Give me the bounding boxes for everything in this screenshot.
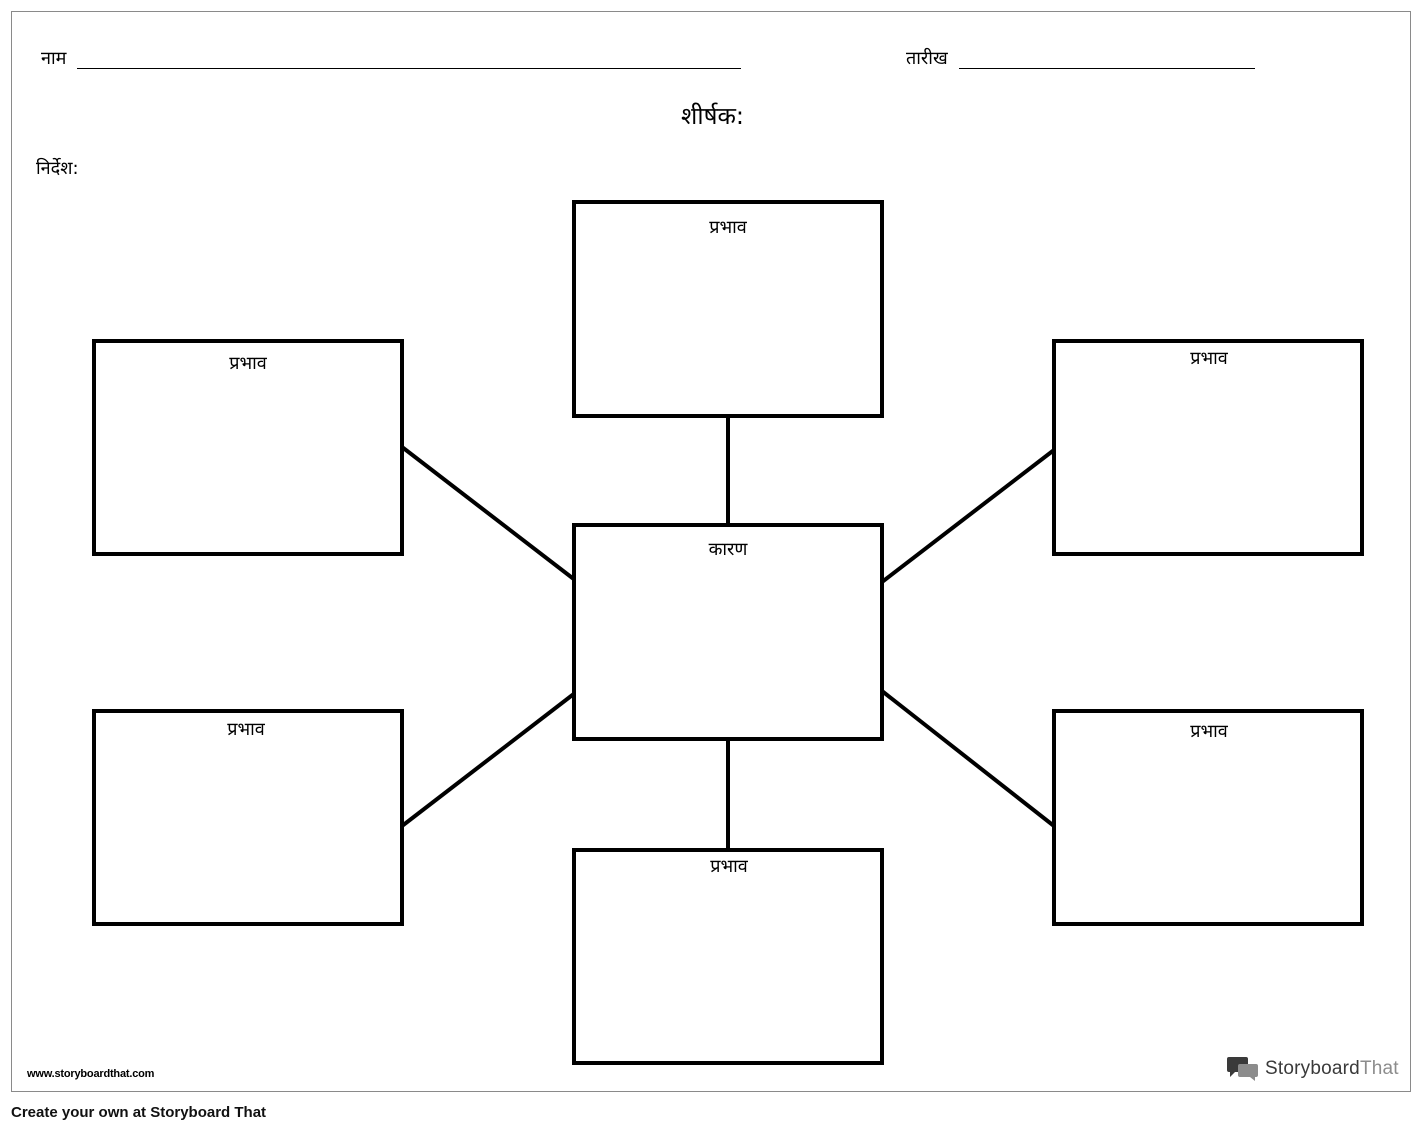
effect-box-bottom[interactable]	[572, 848, 884, 1065]
worksheet-title: शीर्षक:	[681, 102, 744, 130]
site-url: www.storyboardthat.com	[27, 1068, 155, 1080]
cause-label: कारण	[709, 539, 749, 560]
connector-lower-right	[880, 689, 1056, 828]
storyboardthat-logo: StoryboardThat	[1227, 1055, 1399, 1083]
effect-label-bottom: प्रभाव	[710, 856, 749, 877]
name-field-line[interactable]	[77, 68, 741, 69]
date-label: तारीख	[906, 48, 948, 69]
effect-box-lower-right[interactable]	[1052, 709, 1364, 926]
effect-label-upper-left: प्रभाव	[229, 353, 268, 374]
instructions-label: निर्देश:	[36, 158, 79, 179]
effect-label-upper-right: प्रभाव	[1190, 348, 1229, 369]
logo-text-main: Storyboard	[1265, 1058, 1360, 1079]
date-field-line[interactable]	[959, 68, 1255, 69]
footer-credit[interactable]: Create your own at Storyboard That	[11, 1104, 267, 1121]
effect-label-top: प्रभाव	[709, 217, 748, 238]
effect-label-lower-right: प्रभाव	[1190, 721, 1229, 742]
cause-box[interactable]	[572, 523, 884, 741]
effect-box-lower-left[interactable]	[92, 709, 404, 926]
connector-upper-left	[400, 445, 577, 582]
name-label: नाम	[41, 48, 67, 69]
connector-lower-left	[400, 691, 577, 828]
effect-box-upper-right[interactable]	[1052, 339, 1364, 556]
effect-box-upper-left[interactable]	[92, 339, 404, 556]
effect-label-lower-left: प्रभाव	[227, 719, 266, 740]
connector-upper-right	[880, 448, 1056, 584]
logo-text-light: That	[1359, 1058, 1399, 1079]
effect-box-top[interactable]	[572, 200, 884, 418]
logo-text: StoryboardThat	[1265, 1058, 1399, 1080]
speech-bubbles-icon	[1227, 1057, 1258, 1081]
